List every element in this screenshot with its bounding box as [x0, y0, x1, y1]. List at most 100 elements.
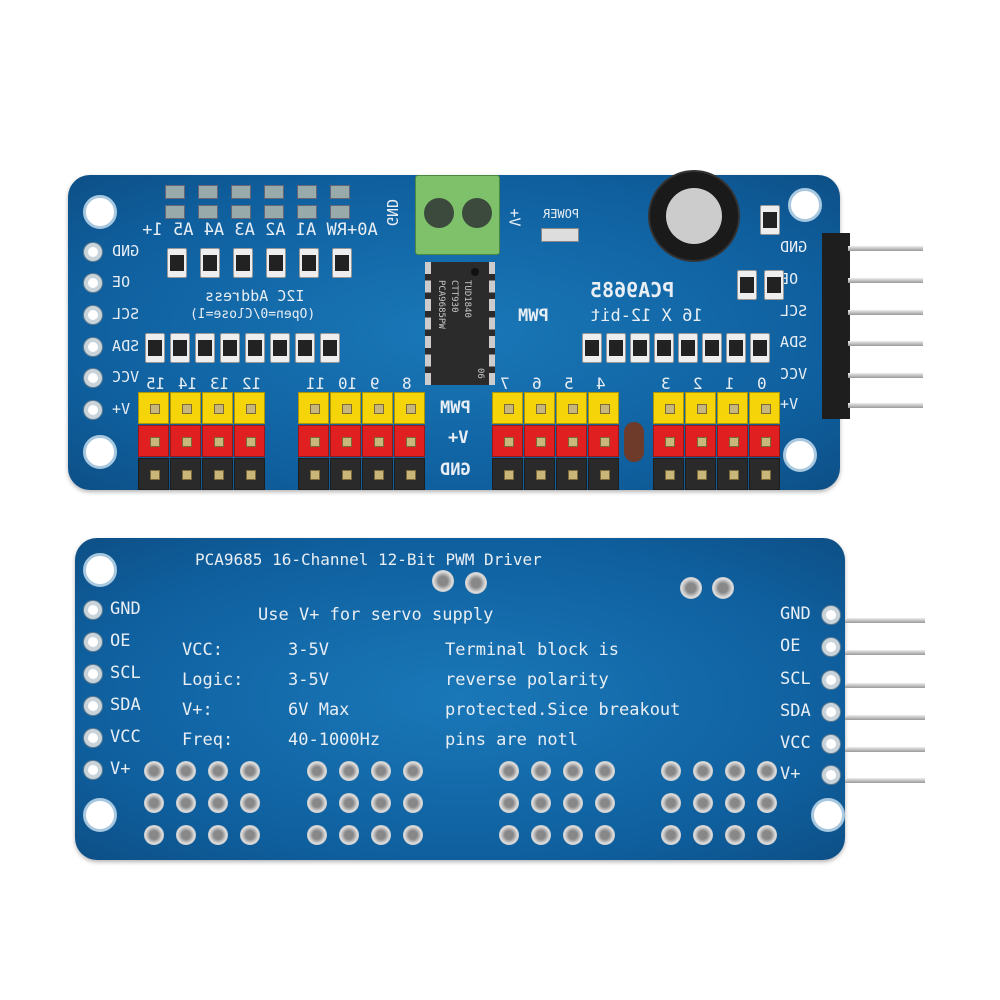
vplus-header-pin[interactable] — [749, 425, 780, 457]
resistor-221 — [170, 333, 190, 363]
address-jumper-pad[interactable] — [297, 205, 317, 219]
note-line: protected.Sice breakout — [445, 700, 681, 720]
solder-joint — [661, 761, 681, 781]
address-jumper-pad[interactable] — [330, 205, 350, 219]
ic-marking-line: PCA9685PW — [436, 280, 446, 329]
gnd-header-pin[interactable] — [362, 458, 393, 490]
vplus-header-pin[interactable] — [170, 425, 201, 457]
gnd-header-pin[interactable] — [330, 458, 361, 490]
resistor-103 — [299, 248, 319, 278]
vplus-header-pin[interactable] — [524, 425, 555, 457]
gnd-header-pin[interactable] — [556, 458, 587, 490]
address-jumper-pad[interactable] — [264, 205, 284, 219]
vplus-header-pin[interactable] — [330, 425, 361, 457]
pwm-header-pin[interactable] — [524, 392, 555, 424]
solder-joint — [339, 793, 359, 813]
solder-joint — [144, 825, 164, 845]
address-jumper-pad[interactable] — [165, 185, 185, 199]
terminal-gnd-label: GND — [383, 198, 402, 227]
pwm-header-pin[interactable] — [588, 392, 619, 424]
gnd-header-pin[interactable] — [394, 458, 425, 490]
resistor-221 — [295, 333, 315, 363]
resistor-103 — [200, 248, 220, 278]
solder-joint — [499, 761, 519, 781]
mounting-hole — [83, 195, 117, 229]
solder-joint — [595, 761, 615, 781]
channel-number: 1 — [725, 374, 735, 393]
address-jumper-pad[interactable] — [264, 185, 284, 199]
solder-joint — [757, 761, 777, 781]
address-jumper-pad[interactable] — [231, 185, 251, 199]
gnd-header-pin[interactable] — [653, 458, 684, 490]
pwm-header-pin[interactable] — [138, 392, 169, 424]
top-left-pin-label: SDA — [112, 337, 140, 355]
address-jumper-pad[interactable] — [165, 205, 185, 219]
capacitor — [648, 170, 740, 262]
channel-number: 14 — [178, 374, 198, 393]
pwm-header-pin[interactable] — [653, 392, 684, 424]
pin-pad — [84, 601, 102, 619]
note-line: Terminal block is — [445, 640, 619, 660]
gnd-header-pin[interactable] — [749, 458, 780, 490]
resistor-221 — [750, 333, 770, 363]
bottom-left-pin-label: GND — [110, 599, 141, 619]
vplus-header-pin[interactable] — [717, 425, 748, 457]
gnd-header-pin[interactable] — [492, 458, 523, 490]
resistor-221 — [582, 333, 602, 363]
note-line: pins are notl — [445, 730, 579, 750]
gnd-header-pin[interactable] — [138, 458, 169, 490]
pwm-header-pin[interactable] — [492, 392, 523, 424]
solder-joint — [403, 793, 423, 813]
pwm-header-pin[interactable] — [685, 392, 716, 424]
vplus-header-pin[interactable] — [685, 425, 716, 457]
gnd-header-pin[interactable] — [685, 458, 716, 490]
row-label-gnd: GND — [440, 460, 471, 480]
top-left-pin-label: V+ — [112, 400, 131, 418]
vplus-header-pin[interactable] — [588, 425, 619, 457]
pwm-header-pin[interactable] — [556, 392, 587, 424]
address-jumper-pad[interactable] — [198, 185, 218, 199]
pin1-dot — [471, 268, 479, 276]
pwm-header-pin[interactable] — [362, 392, 393, 424]
gnd-header-pin[interactable] — [170, 458, 201, 490]
pwm-header-pin[interactable] — [202, 392, 233, 424]
vplus-header-pin[interactable] — [556, 425, 587, 457]
gnd-header-pin[interactable] — [588, 458, 619, 490]
address-jumper-pad[interactable] — [198, 205, 218, 219]
row-label-vplus: V+ — [448, 428, 469, 448]
pwm-header-pin[interactable] — [394, 392, 425, 424]
vplus-header-pin[interactable] — [362, 425, 393, 457]
top-right-pin-label: SCL — [780, 302, 808, 320]
pwm-header-pin[interactable] — [298, 392, 329, 424]
gnd-header-pin[interactable] — [717, 458, 748, 490]
gnd-header-pin[interactable] — [202, 458, 233, 490]
pwm-header-pin[interactable] — [717, 392, 748, 424]
pwm-header-pin[interactable] — [170, 392, 201, 424]
pwm-header-pin[interactable] — [749, 392, 780, 424]
gnd-header-pin[interactable] — [234, 458, 265, 490]
capacitor-top — [666, 188, 722, 244]
address-jumper-pad[interactable] — [231, 205, 251, 219]
pwm-header-pin[interactable] — [330, 392, 361, 424]
address-jumper-pad[interactable] — [330, 185, 350, 199]
vplus-header-pin[interactable] — [298, 425, 329, 457]
channel-number: 0 — [757, 374, 767, 393]
gnd-header-pin[interactable] — [524, 458, 555, 490]
bottom-right-pin-label: VCC — [780, 733, 811, 753]
vplus-header-pin[interactable] — [653, 425, 684, 457]
solder-joint — [403, 761, 423, 781]
gnd-header-pin[interactable] — [298, 458, 329, 490]
vplus-header-pin[interactable] — [492, 425, 523, 457]
vplus-header-pin[interactable] — [234, 425, 265, 457]
vplus-header-pin[interactable] — [202, 425, 233, 457]
solder-joint — [307, 761, 327, 781]
pin-pad — [822, 638, 840, 656]
channel-number: 10 — [338, 374, 358, 393]
address-jumper-pad[interactable] — [297, 185, 317, 199]
vplus-header-pin[interactable] — [138, 425, 169, 457]
pwm-header-pin[interactable] — [234, 392, 265, 424]
resistor-221 — [320, 333, 340, 363]
vplus-header-pin[interactable] — [394, 425, 425, 457]
channel-number: 11 — [306, 374, 326, 393]
solder-joint — [307, 825, 327, 845]
